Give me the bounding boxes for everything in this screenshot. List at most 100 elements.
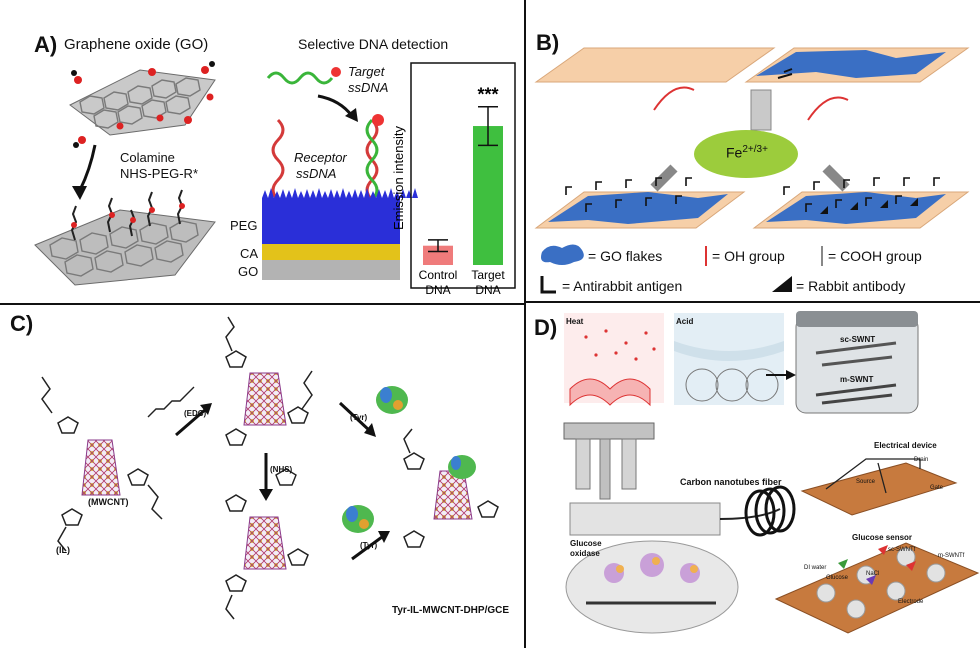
tyr-label-2: (Tyr) xyxy=(360,541,378,550)
acid-treatment-illustration xyxy=(674,313,784,405)
antibody-legend-icon xyxy=(772,276,792,292)
panel-b: B) Fe2+/3+ = GO flakes = OH group = COOH… xyxy=(526,0,980,301)
tick-label-control-line1: Control xyxy=(419,268,458,282)
target-ssdna-strand xyxy=(266,67,341,85)
error-bar-target-dna xyxy=(478,105,498,147)
hybridized-dsdna xyxy=(365,114,384,202)
separation-jar xyxy=(795,311,919,414)
layer-label-ca: CA xyxy=(240,246,259,261)
go-layer xyxy=(262,260,400,280)
cycle-arrow-left xyxy=(653,86,695,111)
sc-swnt-label: sc-SWNT xyxy=(840,335,876,344)
tyrosinase-enzyme-2 xyxy=(342,505,374,533)
error-bar-control-dna xyxy=(428,239,448,253)
electrical-device-illustration xyxy=(800,458,958,516)
fe-ion-charge: 2+/3+ xyxy=(742,144,768,155)
panel-a-title: Graphene oxide (GO) xyxy=(64,36,209,53)
nanotube-nhs xyxy=(243,516,287,570)
legend-go-flakes: = GO flakes xyxy=(588,248,663,264)
legend-rabbit-antibody: = Rabbit antibody xyxy=(796,278,906,294)
nanotube-edc xyxy=(243,372,287,426)
receptor-label-line2: ssDNA xyxy=(296,166,337,181)
ca-layer xyxy=(262,244,400,260)
acid-label: Acid xyxy=(676,317,694,326)
m-swnt-label: m-SWNT xyxy=(840,375,874,384)
layer-label-peg: PEG xyxy=(230,218,258,233)
edc-structure xyxy=(147,386,195,418)
horizontal-divider-left xyxy=(0,303,524,305)
fe-ion-badge xyxy=(694,130,798,178)
vertical-divider xyxy=(524,0,526,648)
receptor-ssdna-strand xyxy=(271,118,285,202)
legend-oh-group: = OH group xyxy=(712,248,785,264)
panel-c-graphics xyxy=(41,316,499,620)
go-flake-legend-icon xyxy=(541,244,584,265)
panel-a-subtitle: Selective DNA detection xyxy=(298,36,449,52)
edc-label: (EDC) xyxy=(184,409,207,418)
arrow-to-edc xyxy=(175,407,207,437)
product-label: Tyr-IL-MWCNT-DHP/GCE xyxy=(392,605,510,616)
fiber-label: Carbon nanotubes fiber xyxy=(680,477,782,487)
arrow-edc-to-tyr xyxy=(338,401,372,433)
legend-antirabbit-antigen: = Antirabbit antigen xyxy=(562,278,683,294)
step-label-colamine: Colamine xyxy=(120,150,175,165)
receptor-label-line1: Receptor xyxy=(294,150,347,165)
glucose-label-1: Glucose xyxy=(826,575,849,581)
tick-label-control-line2: DNA xyxy=(425,283,450,297)
electrode-label: Electrode xyxy=(898,599,924,605)
spinning-apparatus xyxy=(563,422,781,536)
cycle-arrow-right xyxy=(807,96,849,121)
electrical-device-label: Electrical device xyxy=(874,441,937,450)
go-flakes-top xyxy=(756,50,946,78)
m-swntf-label: m-SWNTf xyxy=(938,553,965,559)
glucose-sensor-illustration xyxy=(774,542,980,634)
panel-a: *** Control DNA Target DNA Emission inte… xyxy=(0,0,524,303)
bar-control-dna xyxy=(423,245,453,265)
graphene-oxide-sheet xyxy=(69,61,216,148)
arrow-nhs-to-product xyxy=(351,535,383,561)
tick-label-target-line2: DNA xyxy=(475,283,500,297)
cycle-arrow-middle xyxy=(750,89,772,131)
panel-c: C) (MWCNT) (IL) (EDC) (NHS) (Tyr) (Tyr) … xyxy=(0,305,524,648)
panel-d: D) Heat Acid sc-SWNT m-SWNT Carbon nanot… xyxy=(526,303,980,648)
panel-c-letter: C) xyxy=(10,311,34,336)
reaction-arrow xyxy=(78,144,97,191)
nhs-structure xyxy=(275,468,297,486)
tyrosinase-enzyme-product xyxy=(448,455,476,479)
emission-chart: *** Control DNA Target DNA Emission inte… xyxy=(391,62,516,297)
mwcnt-label: (MWCNT) xyxy=(88,497,129,507)
glucose-oxidase-label-line1: Glucose xyxy=(570,539,602,548)
chart-frame xyxy=(410,62,516,289)
layer-label-go: GO xyxy=(238,264,259,279)
nacl-label: NaCl xyxy=(866,571,880,577)
peg-layer xyxy=(262,188,418,244)
target-label-line2: ssDNA xyxy=(348,80,389,95)
panel-b-letter: B) xyxy=(536,30,560,55)
tick-label-target-line1: Target xyxy=(471,268,505,282)
panel-b-graphics xyxy=(534,47,970,294)
functionalized-go-sheet xyxy=(34,189,216,286)
bar-target-dna xyxy=(473,126,503,265)
fe-ion-symbol: Fe xyxy=(726,144,743,161)
panel-a-graphics: *** Control DNA Target DNA Emission inte… xyxy=(34,61,516,297)
il-label: (IL) xyxy=(56,545,70,555)
sc-swntf-label: sc-SWNTf xyxy=(888,547,916,553)
drain-label: Drain xyxy=(914,457,929,463)
glucose-oxidase-label-line2: oxidase xyxy=(570,549,600,558)
tyr-label-1: (Tyr) xyxy=(350,413,368,422)
y-axis-label: Emission intensity xyxy=(391,125,406,230)
carbon-nanotubes-fiber-coil xyxy=(744,485,796,537)
nanotube-start xyxy=(81,439,121,496)
step-label-nhs-peg: NHS-PEG-R* xyxy=(120,166,199,181)
fe-ion-label: Fe2+/3+ xyxy=(726,144,768,161)
bare-substrate xyxy=(534,47,776,83)
panel-d-graphics xyxy=(563,311,980,634)
binding-arrow xyxy=(317,94,354,117)
di-water-label: DI water xyxy=(804,565,827,571)
panel-d-letter: D) xyxy=(534,315,558,340)
legend-cooh-group: = COOH group xyxy=(828,248,922,264)
tyrosinase-enzyme-1 xyxy=(376,386,408,414)
panel-a-letter: A) xyxy=(34,32,58,57)
glucose-sensor-label: Glucose sensor xyxy=(852,533,913,542)
source-label: Source xyxy=(856,479,876,485)
